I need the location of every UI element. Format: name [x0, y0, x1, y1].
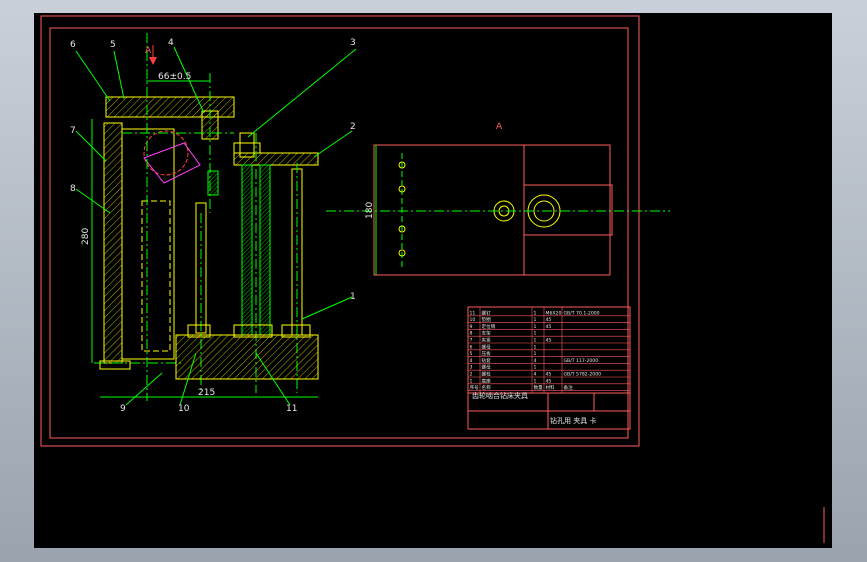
dim-top-width: 66±0.5: [158, 72, 191, 82]
parts-cell: 螺钉: [482, 309, 492, 316]
parts-cell: 5: [470, 351, 473, 357]
parts-cell: 45: [546, 338, 552, 344]
parts-cell: 1: [534, 324, 537, 330]
part-label-2: 2: [350, 122, 356, 132]
part-label-7: 7: [70, 126, 76, 136]
view-a: [326, 144, 670, 276]
parts-cell: 钻套: [482, 357, 492, 364]
parts-cell: 8: [470, 331, 473, 337]
parts-cell: 45: [546, 372, 552, 378]
parts-cell: 1: [534, 331, 537, 337]
leader-lines: [75, 46, 357, 406]
parts-cell: 定位销: [482, 323, 496, 330]
section-marker: A: [145, 46, 152, 56]
parts-cell: 材料: [546, 384, 556, 391]
parts-cell: 压板: [482, 350, 492, 357]
parts-cell: 6: [470, 344, 473, 350]
parts-cell: 底座: [482, 377, 492, 384]
dim-base-width: 215: [198, 388, 215, 398]
inner-frame: [49, 27, 629, 439]
part-label-11: 11: [286, 404, 297, 414]
parts-cell: GB/T 5782-2000: [564, 372, 602, 378]
part-label-1: 1: [350, 292, 356, 302]
parts-cell: 1: [534, 351, 537, 357]
parts-cell: 螺母: [482, 343, 492, 350]
parts-cell: 1: [534, 338, 537, 344]
parts-cell: 4: [470, 358, 473, 364]
parts-cell: 1: [470, 378, 473, 384]
parts-cell: GB/T 117-2000: [564, 358, 599, 364]
part-label-8: 8: [70, 184, 76, 194]
part-label-6: 6: [70, 40, 76, 50]
parts-cell: 11: [470, 310, 476, 316]
parts-cell: 45: [546, 378, 552, 384]
parts-cell: 1: [534, 365, 537, 371]
parts-cell: 1: [534, 310, 537, 316]
parts-cell: 螺母: [482, 364, 492, 371]
parts-cell: 3: [470, 365, 473, 371]
title-name: 齿轮啮合钻床夹具: [472, 391, 528, 400]
parts-cell: 45: [546, 324, 552, 330]
parts-cell: 序号: [470, 384, 480, 391]
parts-cell: 10: [470, 317, 476, 323]
title-footer: 钻孔用 夹具 卡: [550, 416, 596, 425]
parts-cell: 1: [534, 317, 537, 323]
view-label: A: [496, 122, 503, 132]
part-label-3: 3: [350, 38, 356, 48]
parts-cell: 1: [534, 378, 537, 384]
parts-cell: 45: [546, 317, 552, 323]
parts-cell: 数量: [534, 384, 544, 391]
parts-cell: 4: [534, 372, 537, 378]
dim-view-height: 180: [365, 202, 375, 219]
parts-cell: 7: [470, 338, 473, 344]
parts-cell: 9: [470, 324, 473, 330]
outer-frame: [40, 15, 640, 447]
parts-cell: M6X20: [546, 310, 562, 316]
parts-cell: 垫圈: [482, 316, 492, 323]
parts-cell: GB/T 70.1-2000: [564, 310, 600, 316]
parts-cell: 螺栓: [482, 371, 492, 378]
parts-cell: 2: [470, 372, 473, 378]
part-label-9: 9: [120, 404, 126, 414]
part-label-10: 10: [178, 404, 190, 414]
parts-cell: 夹紧: [482, 337, 492, 344]
part-label-5: 5: [110, 40, 116, 50]
dim-height: 280: [81, 228, 91, 245]
parts-cell: 备注: [564, 384, 574, 391]
front-view: [91, 33, 319, 401]
part-label-4: 4: [168, 38, 174, 48]
parts-cell: 1: [534, 344, 537, 350]
parts-cell: 4: [534, 358, 537, 364]
parts-cell: 支架: [482, 330, 492, 337]
parts-cell: 名称: [482, 384, 492, 391]
